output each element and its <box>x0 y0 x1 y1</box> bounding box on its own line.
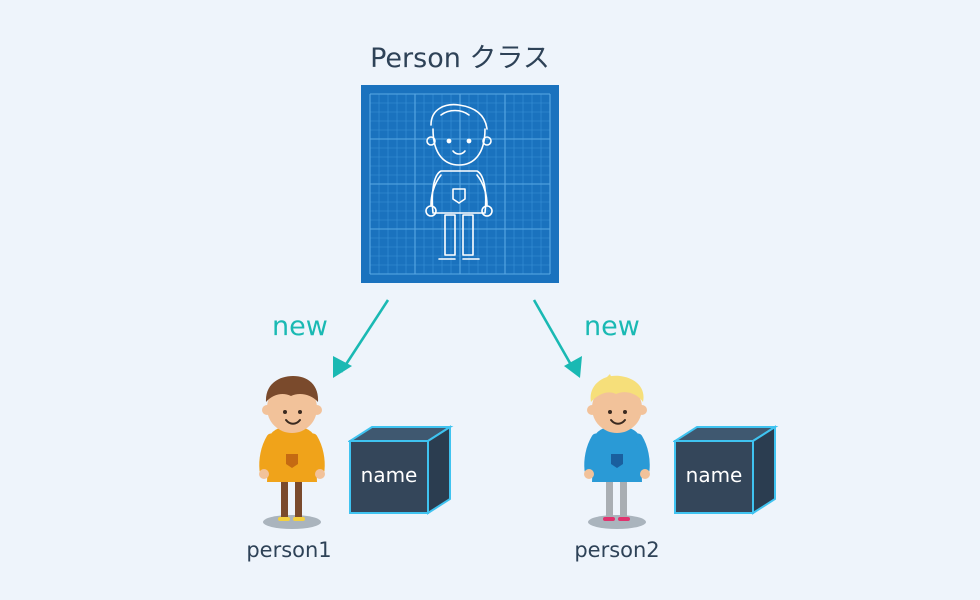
new-label-right: new <box>584 311 640 342</box>
blueprint-class-image <box>361 85 559 283</box>
class-title: Person クラス <box>370 43 550 74</box>
name-box-2-label: name <box>686 463 743 487</box>
name-box-1: name <box>348 425 454 515</box>
new-label-left: new <box>272 311 328 342</box>
blueprint-major-grid <box>369 93 551 275</box>
arrow-right <box>532 299 582 378</box>
person2-character <box>584 374 650 529</box>
blueprint-person-outline <box>425 103 493 260</box>
arrow-left <box>333 299 390 378</box>
person2-label: person2 <box>574 538 660 562</box>
person1-label: person1 <box>246 538 332 562</box>
name-box-1-label: name <box>361 463 418 487</box>
person1-character <box>259 376 325 529</box>
name-box-2: name <box>673 425 779 515</box>
